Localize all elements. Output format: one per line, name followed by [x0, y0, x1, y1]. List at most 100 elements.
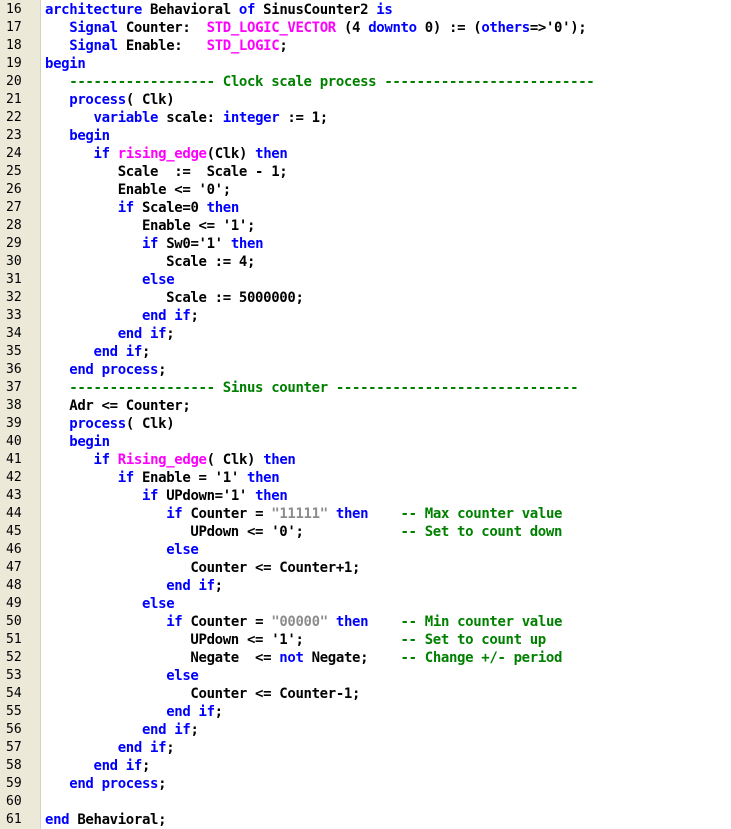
code-text: end if; — [45, 325, 175, 343]
code-token — [45, 578, 166, 594]
code-line[interactable]: 38 Adr <= Counter; — [0, 397, 731, 415]
code-token — [45, 380, 69, 396]
code-token — [45, 20, 69, 36]
line-number: 18 — [6, 38, 22, 53]
code-line[interactable]: 29 if Sw0='1' then — [0, 235, 731, 253]
code-token — [45, 506, 166, 522]
code-line[interactable]: 48 end if; — [0, 577, 731, 595]
code-line[interactable]: 37 ------------------ Sinus counter ----… — [0, 379, 731, 397]
line-number: 28 — [6, 218, 22, 233]
code-line[interactable]: 34 end if; — [0, 325, 731, 343]
code-token — [368, 614, 400, 630]
line-number: 16 — [6, 2, 22, 17]
code-token: if — [166, 614, 183, 630]
code-token: ; — [166, 740, 175, 756]
code-line[interactable]: 53 else — [0, 667, 731, 685]
code-token: ------------------ Sinus counter -------… — [69, 380, 579, 396]
line-number: 35 — [6, 344, 22, 359]
code-token — [110, 452, 118, 468]
line-number: 32 — [6, 290, 22, 305]
code-token — [45, 272, 142, 288]
code-line[interactable]: 40 begin — [0, 433, 731, 451]
line-number: 57 — [6, 740, 22, 755]
code-text: Adr <= Counter; — [45, 397, 191, 415]
code-line[interactable]: 44 if Counter = "11111" then -- Max coun… — [0, 505, 731, 523]
code-line[interactable]: 25 Scale := Scale - 1; — [0, 163, 731, 181]
code-line[interactable]: 51 UPdown <= '1'; -- Set to count up — [0, 631, 731, 649]
code-line[interactable]: 30 Scale := 4; — [0, 253, 731, 271]
code-line[interactable]: 28 Enable <= '1'; — [0, 217, 731, 235]
code-line[interactable]: 45 UPdown <= '0'; -- Set to count down — [0, 523, 731, 541]
line-number: 21 — [6, 92, 22, 107]
code-line[interactable]: 36 end process; — [0, 361, 731, 379]
code-token: -- Max counter value — [400, 506, 563, 522]
line-number: 23 — [6, 128, 22, 143]
code-line[interactable]: 26 Enable <= '0'; — [0, 181, 731, 199]
code-line[interactable]: 50 if Counter = "00000" then -- Min coun… — [0, 613, 731, 631]
code-text: end if; — [45, 739, 175, 757]
code-text: if Scale=0 then — [45, 199, 240, 217]
line-number: 60 — [6, 794, 22, 809]
code-token: ; — [141, 758, 151, 774]
code-token: if — [117, 200, 135, 216]
code-line[interactable]: 52 Negate <= not Negate; -- Change +/- p… — [0, 649, 731, 667]
code-token: end if — [141, 308, 191, 324]
code-line[interactable]: 57 end if; — [0, 739, 731, 757]
line-number: 54 — [6, 686, 22, 701]
code-token: end if — [141, 722, 191, 738]
code-text: if Counter = "00000" then -- Min counter… — [45, 613, 562, 631]
code-line[interactable]: 20 ------------------ Clock scale proces… — [0, 73, 731, 91]
code-line[interactable]: 35 end if; — [0, 343, 731, 361]
code-token: Scale := 4; — [45, 254, 256, 270]
line-number: 61 — [6, 812, 22, 827]
code-text: end if; — [45, 577, 223, 595]
code-token — [110, 146, 118, 162]
code-line[interactable]: 54 Counter <= Counter-1; — [0, 685, 731, 703]
code-token: ------------------ Clock scale process -… — [69, 74, 595, 90]
code-line[interactable]: 46 else — [0, 541, 731, 559]
code-line[interactable]: 47 Counter <= Counter+1; — [0, 559, 731, 577]
code-line[interactable]: 17 Signal Counter: STD_LOGIC_VECTOR (4 d… — [0, 19, 731, 37]
code-line[interactable]: 23 begin — [0, 127, 731, 145]
code-token: -- Change +/- period — [400, 650, 563, 666]
code-token: begin — [45, 56, 86, 72]
code-line[interactable]: 41 if Rising_edge( Clk) then — [0, 451, 731, 469]
code-line[interactable]: 59 end process; — [0, 775, 731, 793]
line-number: 29 — [6, 236, 22, 251]
code-token — [45, 776, 69, 792]
code-token: Behavioral; — [69, 812, 167, 828]
code-token: ( Clk) — [206, 452, 264, 468]
code-token: end if — [93, 758, 142, 774]
code-line[interactable]: 21 process( Clk) — [0, 91, 731, 109]
code-line[interactable]: 58 end if; — [0, 757, 731, 775]
code-line[interactable]: 22 variable scale: integer := 1; — [0, 109, 731, 127]
code-token — [45, 596, 142, 612]
code-line[interactable]: 31 else — [0, 271, 731, 289]
code-text: end if; — [45, 721, 199, 739]
line-number: 52 — [6, 650, 22, 665]
code-line[interactable]: 24 if rising_edge(Clk) then — [0, 145, 731, 163]
code-line[interactable]: 42 if Enable = '1' then — [0, 469, 731, 487]
line-number: 51 — [6, 632, 22, 647]
code-line[interactable]: 32 Scale := 5000000; — [0, 289, 731, 307]
code-token: begin — [69, 128, 110, 144]
code-line[interactable]: 33 end if; — [0, 307, 731, 325]
code-token — [45, 722, 142, 738]
code-line[interactable]: 27 if Scale=0 then — [0, 199, 731, 217]
code-line[interactable]: 39 process( Clk) — [0, 415, 731, 433]
line-number: 46 — [6, 542, 22, 557]
code-line[interactable]: 43 if UPdown='1' then — [0, 487, 731, 505]
code-line[interactable]: 49 else — [0, 595, 731, 613]
code-text: Scale := 4; — [45, 253, 255, 271]
code-line[interactable]: 60 — [0, 793, 731, 811]
code-token: of — [238, 2, 256, 18]
code-token — [45, 416, 69, 432]
code-line[interactable]: 18 Signal Enable: STD_LOGIC; — [0, 37, 731, 55]
code-line[interactable]: 56 end if; — [0, 721, 731, 739]
code-line[interactable]: 55 end if; — [0, 703, 731, 721]
line-number: 37 — [6, 380, 22, 395]
